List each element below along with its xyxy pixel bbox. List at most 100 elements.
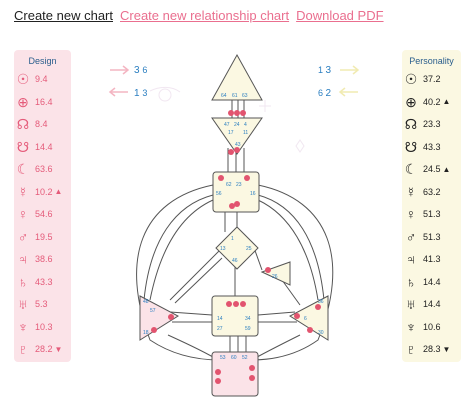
personality-row-sun: ☉37.2 <box>402 69 461 89</box>
personality-value: 14.4 <box>423 276 441 287</box>
jupiter-icon: ♃ <box>405 251 417 267</box>
throat-center: 62 23 56 16 <box>212 171 260 213</box>
fixation-arrow-icon: ▲ <box>442 164 451 174</box>
design-value: 43.3 <box>35 276 53 287</box>
svg-text:46: 46 <box>232 258 238 264</box>
variable-bottom-right: 6 2 <box>318 88 332 99</box>
create-relationship-chart-link[interactable]: Create new relationship chart <box>120 8 290 23</box>
neptune-icon: ♆ <box>17 318 29 335</box>
south-node-icon: ☋ <box>16 138 30 155</box>
svg-text:6: 6 <box>304 316 307 322</box>
saturn-icon: ♄ <box>405 273 417 290</box>
svg-text:59: 59 <box>245 326 251 332</box>
personality-row-north-node: ☊ 23.3 <box>402 114 461 134</box>
design-row-pluto: ♇28.2▼ <box>14 339 71 359</box>
design-row-earth: ⊕16.4 <box>14 92 71 112</box>
svg-text:23: 23 <box>236 182 242 188</box>
root-center: 53 60 52 <box>211 351 259 397</box>
design-value: 63.6 <box>35 164 53 174</box>
sun-icon: ☉ <box>16 71 30 87</box>
moon-icon: ☾ <box>16 161 30 177</box>
uranus-icon: ♅ <box>17 296 29 312</box>
design-row-north-node: ☊8.4 <box>14 114 71 134</box>
personality-value: 23.3 <box>423 119 441 129</box>
north-node-icon: ☊ <box>404 116 418 132</box>
design-title: Design <box>28 56 57 66</box>
personality-row-saturn: ♄ 14.4 <box>402 272 461 292</box>
svg-text:14: 14 <box>217 316 223 322</box>
design-value: 19.5 <box>35 231 53 242</box>
design-value: 8.4 <box>35 119 48 129</box>
sun-icon: ☉ <box>404 71 418 87</box>
svg-text:62: 62 <box>226 182 232 188</box>
design-row-saturn: ♄43.3 <box>14 272 71 292</box>
svg-text:30: 30 <box>318 330 324 336</box>
ego-center: 26 <box>260 261 291 286</box>
svg-text:11: 11 <box>243 130 248 136</box>
personality-row-uranus: ♅14.4 <box>402 294 461 314</box>
design-value: 5.3 <box>35 299 48 309</box>
head-center: 64 61 63 <box>211 53 263 101</box>
design-value: 28.2 <box>35 344 53 354</box>
sacral-center: 14 34 27 59 <box>211 295 259 337</box>
variable-arrows <box>108 65 130 97</box>
personality-value: 14.4 <box>423 299 441 309</box>
design-panel: Design ☉9.4⊕16.4☊8.4☋14.4☾63.6☿10.2▲♀54.… <box>14 50 71 362</box>
pluto-icon: ♇ <box>405 341 417 357</box>
variable-top-left: 3 6 <box>134 65 147 76</box>
svg-text:43: 43 <box>235 142 241 148</box>
svg-text:53: 53 <box>220 355 226 361</box>
design-value: 16.4 <box>35 96 53 107</box>
venus-icon: ♀ <box>405 206 417 222</box>
svg-text:57: 57 <box>150 308 156 314</box>
svg-text:64: 64 <box>221 93 227 99</box>
design-value: 38.6 <box>35 254 53 264</box>
moon-icon: ☾ <box>404 161 418 177</box>
svg-text:1: 1 <box>231 236 234 242</box>
design-row-venus: ♀54.6 <box>14 204 71 224</box>
svg-text:48: 48 <box>143 299 149 305</box>
personality-row-jupiter: ♃ 41.3 <box>402 249 461 269</box>
channels <box>136 100 334 361</box>
personality-value: 40.2 <box>423 96 441 107</box>
design-row-neptune: ♆ 10.3 <box>14 317 71 337</box>
personality-value: 24.5 <box>423 164 441 174</box>
active-gates <box>151 110 321 384</box>
svg-text:56: 56 <box>216 191 222 197</box>
personality-value: 51.3 <box>423 209 441 219</box>
fixation-arrow-icon: ▼ <box>54 344 63 354</box>
personality-row-venus: ♀ 51.3 <box>402 204 461 224</box>
design-value: 10.3 <box>35 321 53 332</box>
design-row-moon: ☾ 63.6 <box>14 159 71 179</box>
personality-panel: Personality ☉37.2⊕40.2▲☊23.3☋43.3☾24.5▲☿… <box>402 50 461 362</box>
download-pdf-link[interactable]: Download PDF <box>296 8 384 23</box>
personality-value: 41.3 <box>423 254 441 264</box>
fixation-arrow-icon: ▲ <box>442 97 451 106</box>
mercury-icon: ☿ <box>405 183 417 200</box>
design-row-mars: ♂ 19.5 <box>14 227 71 247</box>
personality-row-mercury: ☿63.2 <box>402 182 461 202</box>
personality-row-moon: ☾ 24.5▲ <box>402 159 461 179</box>
svg-text:27: 27 <box>217 326 223 332</box>
mercury-icon: ☿ <box>17 183 29 200</box>
create-chart-link[interactable]: Create new chart <box>14 8 113 23</box>
design-value: 14.4 <box>35 141 53 152</box>
personality-value: 10.6 <box>423 321 441 332</box>
design-row-sun: ☉ 9.4 <box>14 69 71 89</box>
mars-icon: ♂ <box>17 228 29 245</box>
top-nav: Create new chart Create new relationship… <box>14 8 384 23</box>
variable-top-right: 1 3 <box>318 65 332 76</box>
earth-icon: ⊕ <box>405 93 417 110</box>
svg-text:61: 61 <box>232 93 238 99</box>
svg-text:25: 25 <box>246 246 252 252</box>
mars-icon: ♂ <box>405 228 417 245</box>
design-value: 9.4 <box>35 74 48 84</box>
personality-value: 51.3 <box>423 231 441 242</box>
svg-text:26: 26 <box>272 274 278 280</box>
personality-row-south-node: ☋43.3 <box>402 137 461 157</box>
south-node-icon: ☋ <box>404 138 418 155</box>
ajna-center: 47 24 4 17 11 43 <box>211 117 263 155</box>
svg-text:47: 47 <box>224 122 230 128</box>
svg-text:36: 36 <box>318 299 324 305</box>
design-row-jupiter: ♃38.6 <box>14 249 71 269</box>
